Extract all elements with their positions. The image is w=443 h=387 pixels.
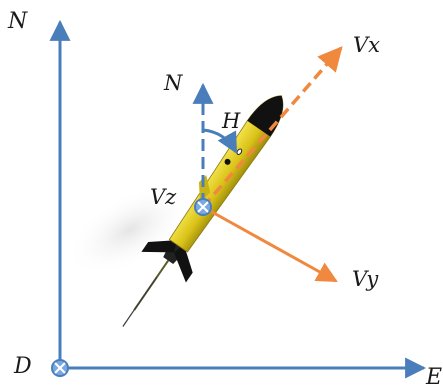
- vx-velocity-arrow: [201, 46, 343, 209]
- vx-label: Vx: [353, 33, 380, 57]
- world-north-label: N: [7, 9, 28, 34]
- vz-into-page-marker: [194, 198, 212, 216]
- vy-velocity-arrow: [202, 205, 338, 283]
- vz-label: Vz: [150, 185, 177, 209]
- heading-label: H: [221, 109, 241, 133]
- heading-angle-arc: [202, 128, 238, 154]
- down-label: D: [13, 354, 32, 379]
- vy-label: Vy: [352, 267, 379, 291]
- down-axis-origin-marker: [51, 359, 69, 377]
- local-north-label: N: [163, 71, 183, 95]
- east-label: E: [425, 365, 442, 387]
- glider-shadow: [66, 183, 194, 277]
